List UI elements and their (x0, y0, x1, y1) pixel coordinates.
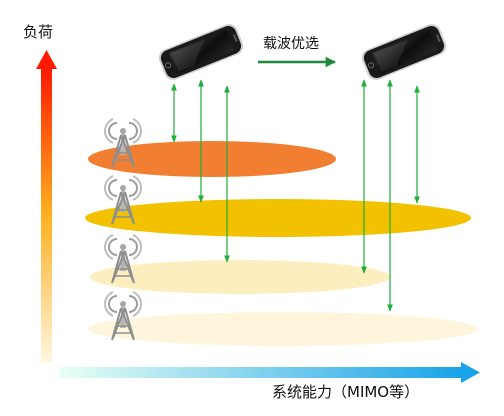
y-axis-label: 负荷 (23, 23, 54, 41)
layer-ellipse-1 (88, 141, 336, 177)
layer-ellipse-4 (88, 312, 478, 346)
layer-ellipse-2 (85, 199, 471, 237)
y-axis-arrow (36, 50, 57, 362)
transition-label: 载波优选 (263, 36, 319, 52)
smartphone-icon (358, 20, 450, 84)
x-axis-label: 系统能力（MIMO等） (272, 383, 420, 401)
link-lines-left-phone (171, 79, 230, 263)
layer-ellipse-3 (90, 260, 390, 294)
smartphone-icon (155, 20, 247, 84)
link-lines-right-phone (361, 79, 420, 312)
x-axis-arrow (60, 362, 480, 383)
